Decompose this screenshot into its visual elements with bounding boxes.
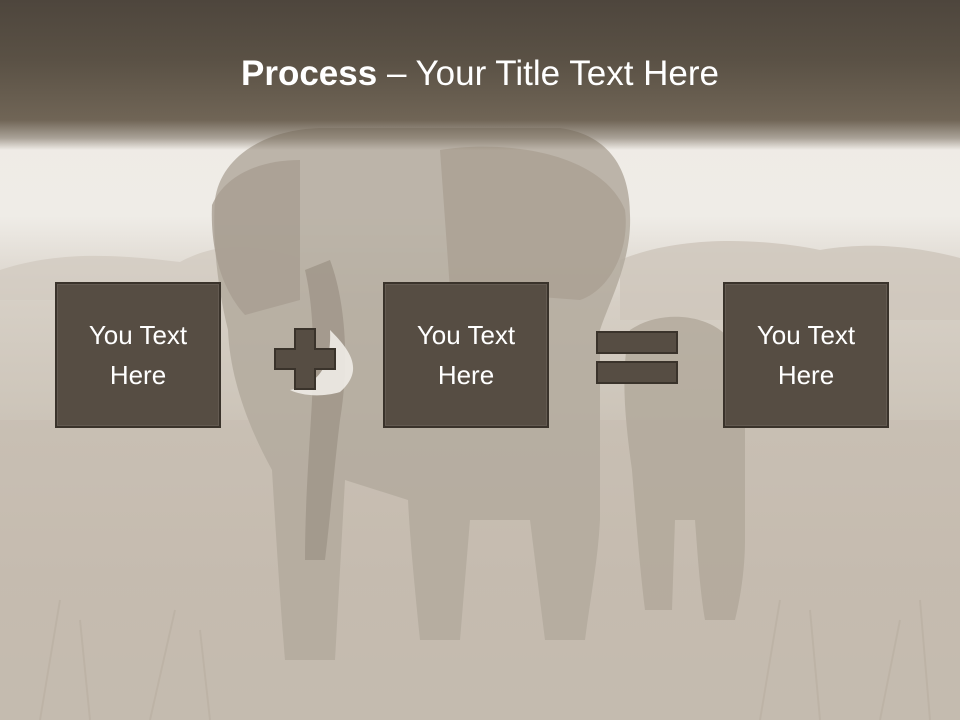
title-bold: Process [241, 54, 378, 93]
equals-icon [596, 331, 678, 384]
process-box-2[interactable]: You Text Here [383, 282, 549, 428]
process-box-3-text: You Text Here [756, 320, 856, 390]
plus-icon [274, 328, 336, 390]
process-box-1[interactable]: You Text Here [55, 282, 221, 428]
title-rest: – Your Title Text Here [377, 54, 719, 93]
process-box-2-text: You Text Here [416, 320, 516, 390]
slide-title: Process – Your Title Text Here [0, 52, 960, 96]
title-band [0, 0, 960, 150]
process-box-3[interactable]: You Text Here [723, 282, 889, 428]
process-box-1-text: You Text Here [88, 320, 188, 390]
